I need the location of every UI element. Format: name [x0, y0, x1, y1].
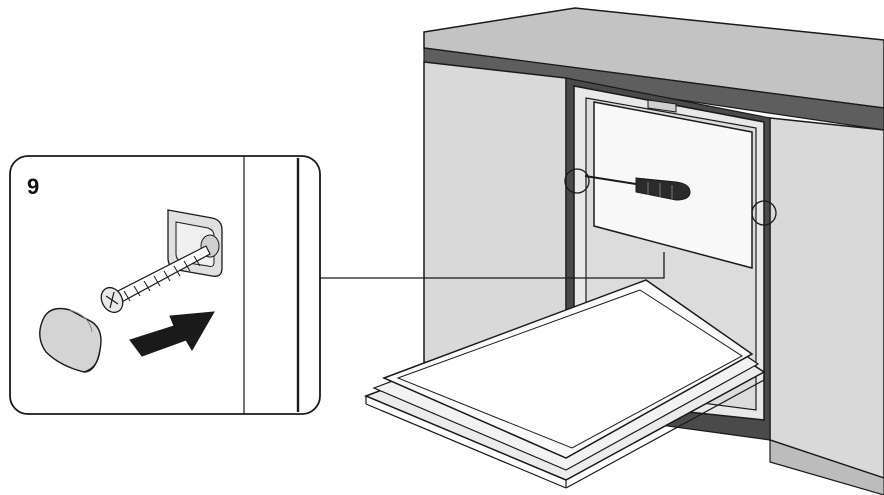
right-cabinet [769, 117, 884, 479]
door-inner-panel [396, 289, 743, 449]
screwdriver-icon [584, 175, 691, 201]
countertop-edge [423, 47, 884, 131]
callout-box [9, 155, 321, 415]
step-number: 9 [27, 174, 40, 199]
screw-icon [100, 245, 211, 314]
right-cabinet-plinth [769, 439, 884, 495]
callout-leader-line [320, 252, 665, 279]
push-arrow-icon [129, 311, 215, 357]
kitchen-cabinet-scene [363, 7, 884, 495]
detail-callout [9, 155, 321, 415]
screw-cap-icon [39, 307, 102, 373]
top-bracket [647, 99, 677, 113]
left-screw-highlight [564, 168, 590, 194]
countertop-top [423, 7, 884, 109]
right-screw-highlight [751, 200, 777, 226]
